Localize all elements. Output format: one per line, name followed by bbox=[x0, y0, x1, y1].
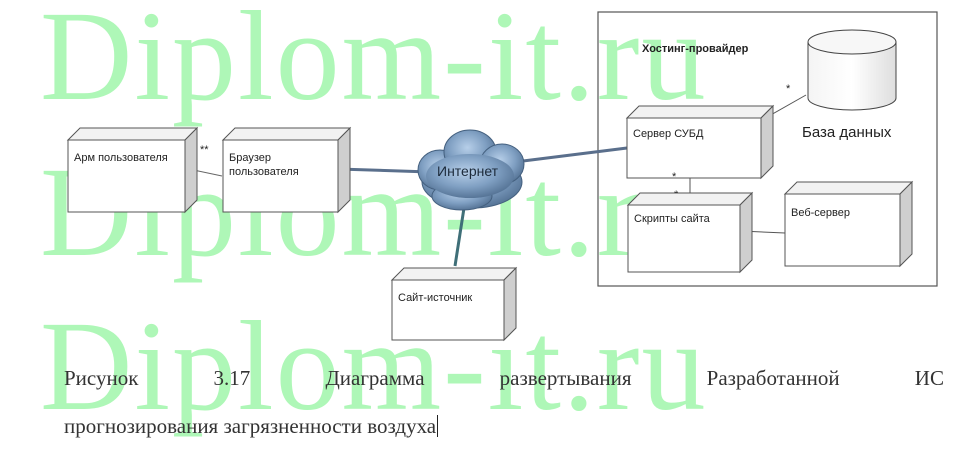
caption-line-1: Рисунок 3.17 Диаграмма развертывания Раз… bbox=[64, 354, 944, 402]
database-cylinder-icon bbox=[807, 29, 897, 111]
node-source-site: Сайт-источник bbox=[390, 266, 518, 342]
connector-internet-dbms bbox=[514, 146, 628, 164]
caption-word: Рисунок bbox=[64, 366, 139, 390]
node-web-server: Веб-сервер bbox=[783, 180, 914, 268]
text-cursor bbox=[437, 415, 439, 437]
internet-label: Интернет bbox=[437, 163, 499, 179]
node-site-scripts: Скрипты сайта bbox=[626, 191, 754, 274]
node-source-site-label: Сайт-источник bbox=[398, 292, 472, 304]
hosting-provider-label: Хостинг-провайдер bbox=[642, 43, 749, 55]
caption-word: Разработанной bbox=[706, 366, 840, 390]
caption-word: развертывания bbox=[499, 366, 632, 390]
node-dbms-server-label: Сервер СУБД bbox=[633, 128, 704, 140]
node-web-server-label: Веб-сервер bbox=[791, 207, 850, 219]
node-user-browser: Браузер пользователя bbox=[221, 126, 352, 214]
caption-word: ИС bbox=[914, 366, 944, 390]
caption-word: Диаграмма bbox=[325, 366, 425, 390]
caption-word: 3.17 bbox=[213, 366, 251, 390]
caption-line-2-text: прогнозирования загрязненности воздуха bbox=[64, 414, 437, 438]
multiplicity-label: * bbox=[672, 171, 677, 183]
node-dbms-server: Сервер СУБД bbox=[625, 104, 775, 180]
database-label: База данных bbox=[802, 124, 892, 141]
connector-internet-source bbox=[453, 207, 466, 267]
watermark-text: Diplom-it.ru bbox=[40, 295, 708, 437]
watermark-text: Diplom-it.ru bbox=[40, 0, 708, 127]
multiplicity-label: ** bbox=[200, 144, 209, 156]
node-site-scripts-label: Скрипты сайта bbox=[634, 213, 711, 225]
caption-line-2: прогнозирования загрязненности воздуха bbox=[64, 402, 944, 450]
figure-caption: Рисунок 3.17 Диаграмма развертывания Раз… bbox=[64, 354, 944, 450]
node-user-browser-label-line1: Браузер bbox=[229, 152, 271, 164]
connector-browser-internet bbox=[337, 167, 431, 174]
node-user-browser-label-line2: пользователя bbox=[229, 166, 299, 178]
node-user-workstation-label: Арм пользователя bbox=[74, 152, 168, 164]
node-user-workstation: Арм пользователя bbox=[66, 126, 199, 214]
hosting-provider-frame bbox=[597, 11, 938, 287]
internet-cloud-icon: Интернет bbox=[417, 129, 525, 211]
multiplicity-label: * bbox=[786, 83, 791, 95]
